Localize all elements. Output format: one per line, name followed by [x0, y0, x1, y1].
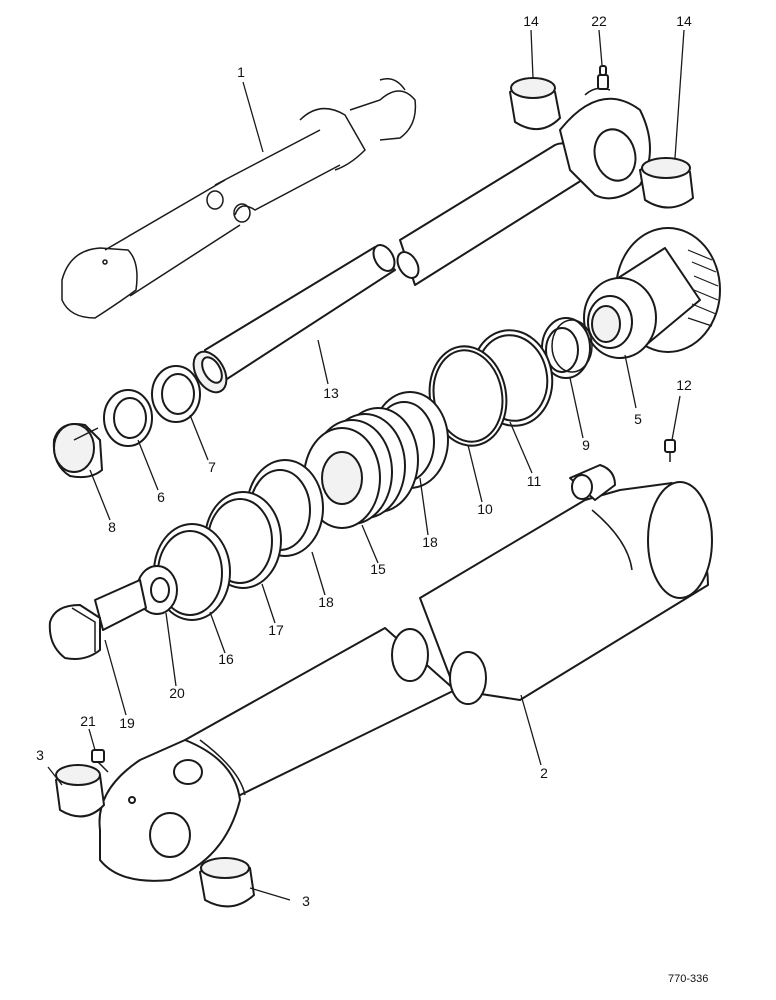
part-15-piston [303, 407, 419, 529]
callout-1: 1 [237, 64, 245, 80]
part-9-seal [541, 317, 593, 379]
part-3-bushing-upper [55, 764, 105, 818]
leader-lines [47, 29, 685, 901]
callout-3-upper: 3 [36, 747, 44, 763]
callout-17: 17 [268, 622, 284, 638]
part-2-cylinder-barrel [98, 464, 713, 882]
callout-14-left: 14 [523, 13, 539, 29]
callout-9: 9 [582, 437, 590, 453]
callout-16: 16 [218, 651, 234, 667]
callout-19: 19 [119, 715, 135, 731]
callout-18-upper: 18 [422, 534, 438, 550]
callout-21: 21 [80, 713, 96, 729]
part-3-bushing-lower [199, 857, 255, 908]
callout-3-lower: 3 [302, 893, 310, 909]
callout-13: 13 [323, 385, 339, 401]
callout-11: 11 [527, 473, 542, 489]
callout-8: 8 [108, 519, 116, 535]
callout-7: 7 [208, 459, 216, 475]
part-13-piston-rod [192, 87, 651, 394]
callout-6: 6 [157, 489, 165, 505]
callout-20: 20 [169, 685, 185, 701]
part-8-bushing [52, 423, 103, 479]
callout-2: 2 [540, 765, 548, 781]
part-6-ring [103, 389, 153, 447]
callout-12: 12 [676, 377, 692, 393]
part-19-bolt [48, 579, 147, 660]
callout-labels: 1 2 3 3 5 6 7 8 9 10 11 12 13 14 14 15 1… [36, 13, 692, 909]
callout-14-right: 14 [676, 13, 692, 29]
part-20-washer [136, 565, 178, 615]
callout-22: 22 [591, 13, 607, 29]
callout-15: 15 [370, 561, 386, 577]
part-14-bushing-left [509, 77, 561, 130]
part-5-cylinder-head [583, 227, 721, 359]
part-14-bushing-right [639, 157, 694, 209]
part-7-ring [151, 365, 201, 423]
part-10-backup-ring [428, 345, 508, 447]
callout-18-lower: 18 [318, 594, 334, 610]
part-1-cylinder-assembly [61, 78, 417, 319]
callout-10: 10 [477, 501, 493, 517]
part-22-grease-nipple [597, 65, 609, 90]
callout-5: 5 [634, 411, 642, 427]
part-21-grease-nipple [91, 749, 109, 773]
part-12-grease-nipple [664, 439, 676, 462]
reference-code: 770-336 [668, 973, 708, 985]
